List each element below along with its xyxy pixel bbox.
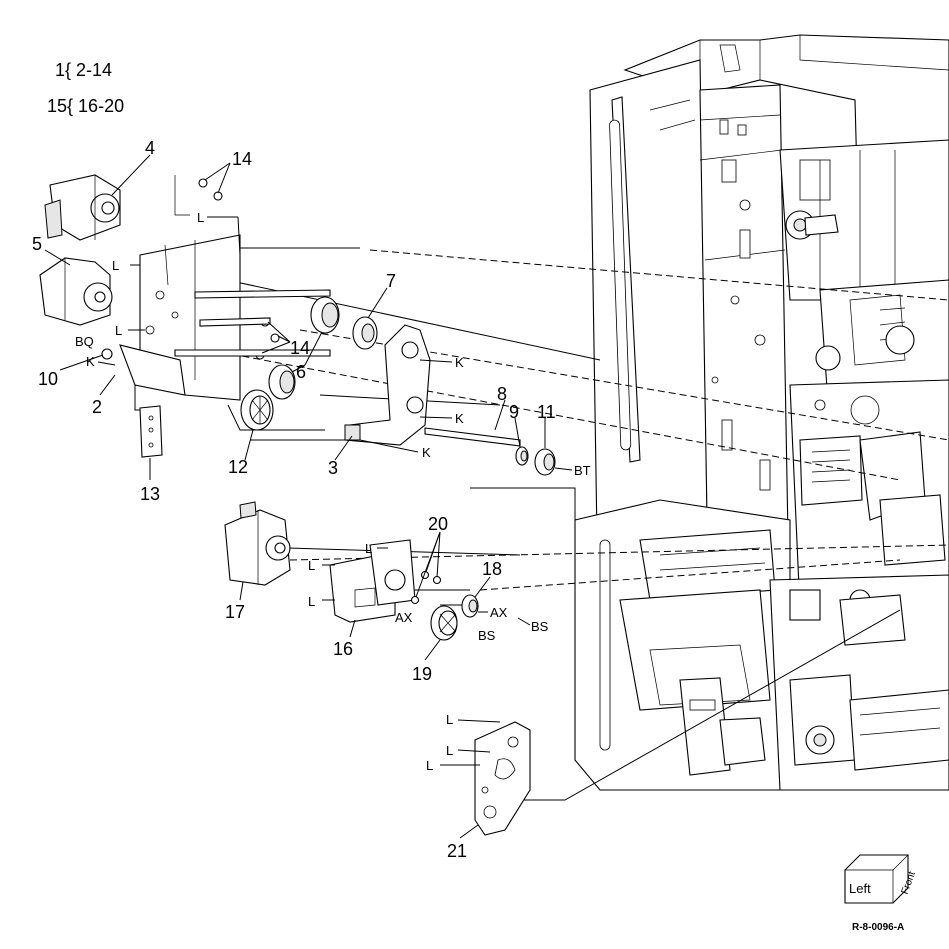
connector-bq: BQ xyxy=(75,334,94,349)
label-part-14-top: 14 xyxy=(232,149,252,169)
orientation-left-label: Left xyxy=(849,881,871,896)
connector-l: L xyxy=(115,323,122,338)
label-part-18: 18 xyxy=(482,559,502,579)
label-part-16: 16 xyxy=(333,639,353,659)
label-part-20: 20 xyxy=(428,514,448,534)
connector-bs: BS xyxy=(531,619,549,634)
part-2-bracket xyxy=(119,175,241,401)
label-part-21: 21 xyxy=(447,841,467,861)
number-leaders xyxy=(44,154,546,839)
label-part-9: 9 xyxy=(509,402,519,422)
part-8-shaft xyxy=(424,427,521,447)
part-12-gear xyxy=(240,389,274,431)
part-3-bracket xyxy=(344,324,431,446)
connector-leaders xyxy=(97,216,573,766)
connector-ax: AX xyxy=(490,605,508,620)
screws-20 xyxy=(410,570,442,605)
connector-l: L xyxy=(112,258,119,273)
connector-bt: BT xyxy=(574,463,591,478)
machine-frame xyxy=(574,34,949,791)
part-number-labels: 4 14 5 7 14 6 10 2 8 9 11 12 3 13 20 18 … xyxy=(32,138,556,861)
legend-line-1: 1{ 2-14 xyxy=(55,60,112,80)
label-part-4: 4 xyxy=(145,138,155,158)
legend-line-2: 15{ 16-20 xyxy=(47,96,124,116)
assembly-legend: 1{ 2-14 15{ 16-20 xyxy=(47,60,124,116)
frame-holes xyxy=(711,119,771,524)
leader-lines xyxy=(134,247,949,801)
label-part-19: 19 xyxy=(412,664,432,684)
label-part-3: 3 xyxy=(328,458,338,478)
part-9-bearing xyxy=(515,446,529,466)
orientation-cube: Left Front xyxy=(844,854,918,904)
connector-l: L xyxy=(426,758,433,773)
part-17-motor xyxy=(224,501,291,586)
part-5-motor xyxy=(39,257,113,326)
label-part-6: 6 xyxy=(296,362,306,382)
label-part-5: 5 xyxy=(32,234,42,254)
part-13-plate xyxy=(139,405,163,458)
connector-l: L xyxy=(365,541,372,556)
label-part-11: 11 xyxy=(537,402,556,422)
part-18-bearing xyxy=(461,594,479,618)
connector-k: K xyxy=(455,411,464,426)
connector-k: K xyxy=(455,355,464,370)
part-7-gear xyxy=(352,316,378,350)
label-part-13: 13 xyxy=(140,484,160,504)
connector-l: L xyxy=(197,210,204,225)
part-21-plate xyxy=(474,721,531,836)
connector-l: L xyxy=(308,594,315,609)
shafts xyxy=(174,289,331,357)
part-4-motor xyxy=(44,174,121,241)
part-11-roller xyxy=(534,448,556,476)
connector-k: K xyxy=(86,354,95,369)
connector-labels: L L L BQ K K K K BT L L L AX AX BS BS L … xyxy=(75,210,591,773)
figure-code: R-8-0096-A xyxy=(852,922,904,933)
label-part-10: 10 xyxy=(38,369,58,389)
label-part-12: 12 xyxy=(228,457,248,477)
connector-k: K xyxy=(422,445,431,460)
connector-ax: AX xyxy=(395,610,413,625)
connector-l: L xyxy=(446,712,453,727)
label-part-2: 2 xyxy=(92,397,102,417)
connector-l: L xyxy=(308,558,315,573)
part-19-gear xyxy=(430,605,458,641)
part-10-screw xyxy=(101,348,113,360)
connector-l: L xyxy=(446,743,453,758)
part-16-bracket xyxy=(329,539,416,623)
part-6-rollers xyxy=(268,296,340,400)
connector-bs: BS xyxy=(478,628,496,643)
label-part-17: 17 xyxy=(225,602,245,622)
label-part-8: 8 xyxy=(497,384,507,404)
label-part-14-mid: 14 xyxy=(290,338,310,358)
label-part-7: 7 xyxy=(386,271,396,291)
